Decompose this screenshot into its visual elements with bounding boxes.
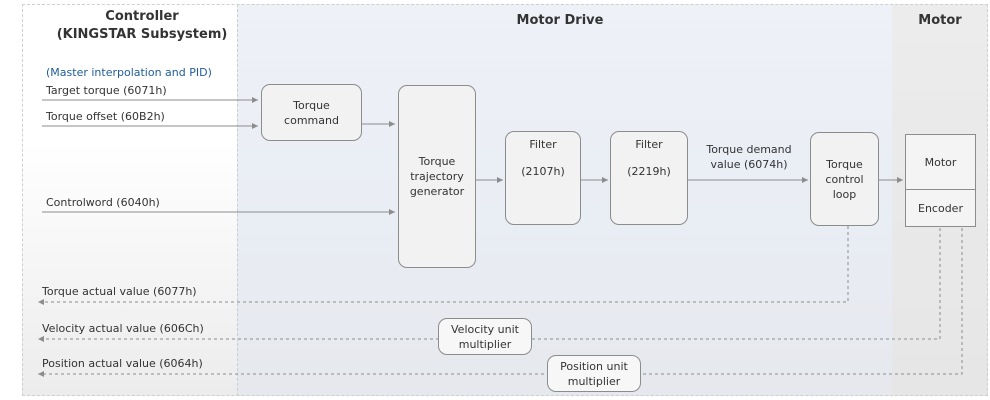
position-multiplier-line2: multiplier [567, 374, 621, 388]
torque-actual-label: Torque actual value (6077h) [42, 285, 197, 298]
velocity-multiplier-line1: Velocity unit [451, 322, 519, 336]
control-loop-line1: Torque [826, 157, 863, 171]
velocity-multiplier-line2: multiplier [458, 337, 512, 351]
controller-title: Controller (KINGSTAR Subsystem) [52, 8, 232, 44]
torque-demand-line2: value (6074h) [710, 158, 788, 171]
controller-panel [22, 4, 237, 396]
velocity-feedback-line [38, 228, 941, 342]
controller-title-line1: Controller [105, 9, 179, 24]
controller-title-line2: (KINGSTAR Subsystem) [56, 27, 228, 42]
torque-command-line2: command [284, 113, 339, 127]
torque-demand-label: Torque demand value (6074h) [694, 142, 804, 172]
filter-2219-block: Filter (2219h) [610, 131, 688, 225]
encoder-block: Encoder [905, 189, 976, 227]
torque-control-loop-block: Torque control loop [810, 132, 879, 226]
target-torque-label: Target torque (6071h) [46, 84, 167, 97]
velocity-unit-multiplier-block: Velocity unit multiplier [438, 318, 532, 355]
filter1-line1: Filter [529, 138, 557, 151]
trajectory-generator-block: Torque trajectory generator [398, 85, 476, 268]
torque-command-line1: Torque [293, 98, 330, 112]
velocity-actual-label: Velocity actual value (606Ch) [42, 322, 204, 335]
control-loop-line2: control [825, 172, 864, 186]
trajectory-line2: trajectory [410, 170, 464, 183]
motor-title: Motor [918, 13, 962, 28]
filter-2107-block: Filter (2107h) [505, 131, 581, 225]
position-multiplier-line1: Position unit [560, 359, 628, 373]
trajectory-line1: Torque [418, 155, 456, 168]
motor-block: Motor [905, 134, 976, 190]
filter2-line2: (2219h) [627, 165, 671, 178]
controller-note: (Master interpolation and PID) [46, 66, 212, 79]
filter2-line1: Filter [635, 138, 663, 151]
torque-demand-line1: Torque demand [706, 143, 792, 156]
torque-feedback-line [38, 226, 849, 305]
position-actual-label: Position actual value (6064h) [42, 357, 203, 370]
filter1-line2: (2107h) [521, 165, 565, 178]
torque-command-block: Torque command [261, 84, 362, 141]
control-loop-line3: loop [832, 187, 857, 201]
controlword-label: Controlword (6040h) [46, 196, 160, 209]
torque-offset-label: Torque offset (60B2h) [46, 110, 165, 123]
motor-drive-title: Motor Drive [516, 13, 604, 28]
trajectory-line3: generator [409, 185, 465, 198]
position-feedback-line [38, 228, 963, 377]
position-unit-multiplier-block: Position unit multiplier [547, 355, 641, 392]
